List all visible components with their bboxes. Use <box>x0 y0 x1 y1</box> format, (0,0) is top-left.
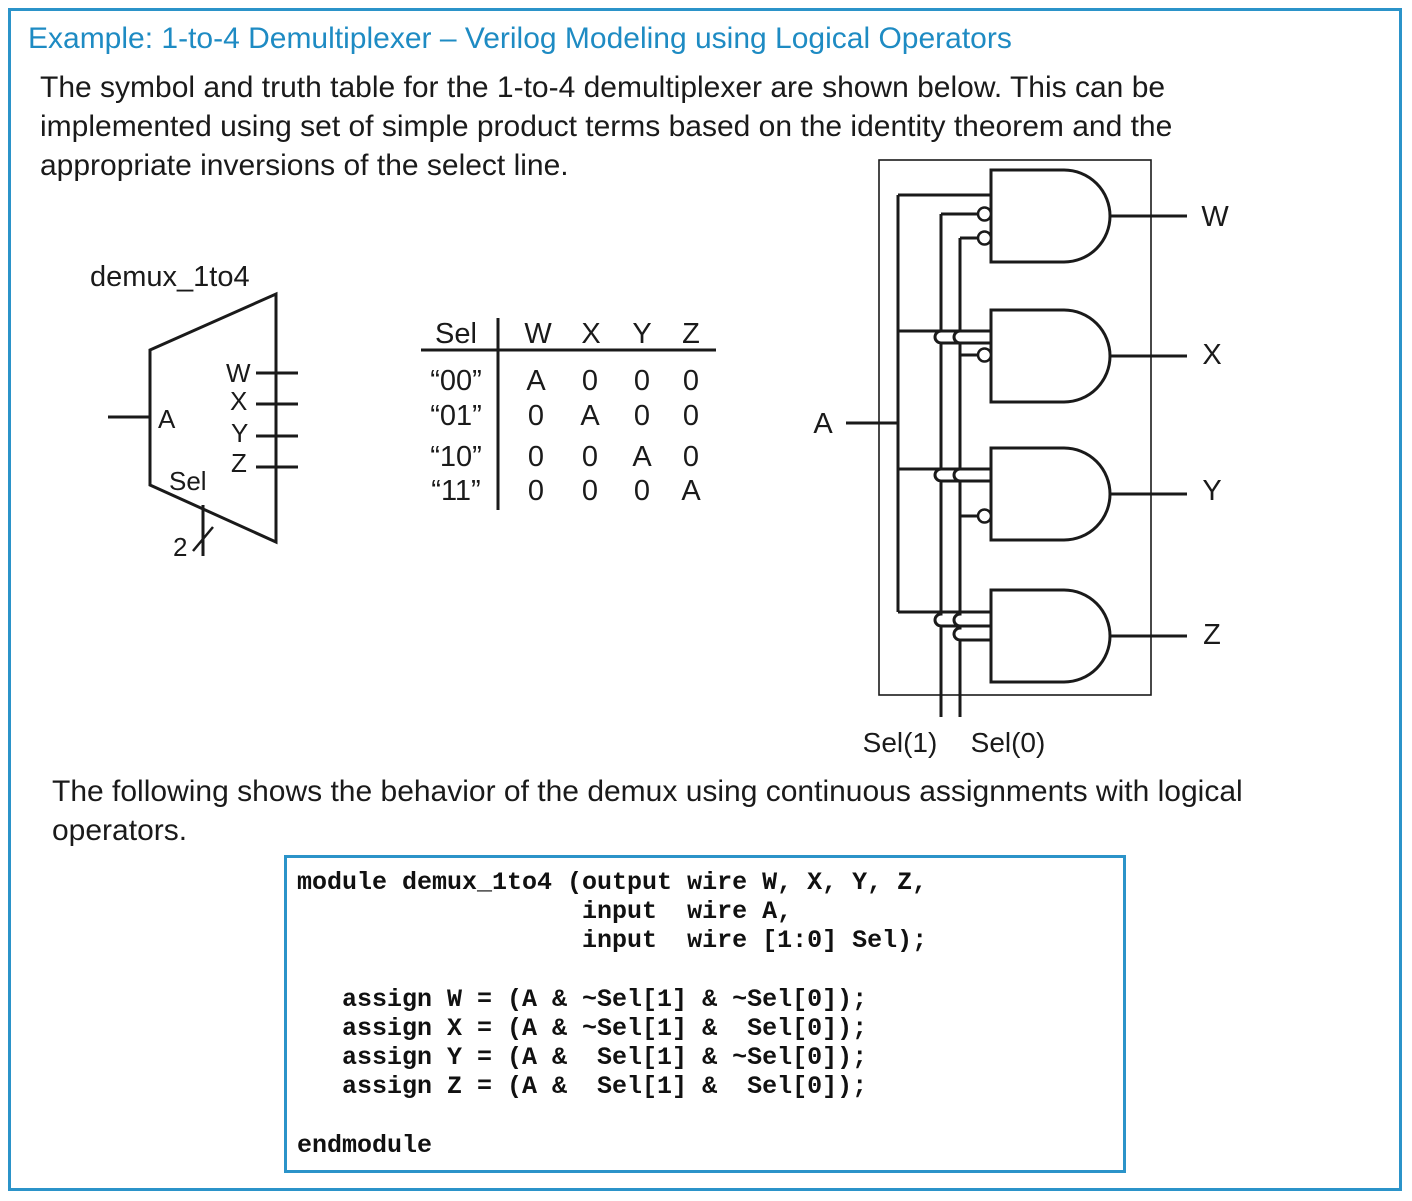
table-cell: “01” <box>430 400 482 432</box>
and-gate-y <box>989 446 1112 542</box>
table-cell: 0 <box>683 365 699 397</box>
output-label-y: Y <box>231 418 248 448</box>
behavior-paragraph: The following shows the behavior of the … <box>52 772 1372 850</box>
select-label: Sel <box>169 466 207 496</box>
demux-symbol: demux_1to4 A W X Y Z Sel 2 <box>90 261 298 562</box>
table-cell: 0 <box>634 475 650 507</box>
circuit-output-z: Z <box>1203 619 1221 651</box>
table-cell: A <box>526 365 546 397</box>
inversion-bubble <box>976 347 993 363</box>
circuit-output-x: X <box>1202 339 1221 371</box>
sel1-label: Sel(1) <box>863 727 938 758</box>
table-cell: 0 <box>528 441 544 473</box>
verilog-code: module demux_1to4 (output wire W, X, Y, … <box>297 868 928 1160</box>
and-gate-x <box>989 308 1112 404</box>
circuit-output-w: W <box>1201 201 1229 233</box>
table-cell: 0 <box>582 365 598 397</box>
table-header-x: X <box>581 318 600 350</box>
table-cell: A <box>580 400 600 432</box>
behavior-line: operators. <box>52 814 188 847</box>
table-header-y: Y <box>632 318 651 350</box>
behavior-line: The following shows the behavior of the … <box>52 775 1243 808</box>
inversion-bubble <box>976 230 993 246</box>
table-header-z: Z <box>682 318 700 350</box>
inversion-bubble <box>976 206 993 222</box>
table-cell: 0 <box>582 441 598 473</box>
circuit-boundary <box>878 159 1152 696</box>
circuit-input-label: A <box>813 408 833 440</box>
intro-paragraph: The symbol and truth table for the 1-to-… <box>40 68 1320 185</box>
table-cell: 0 <box>683 400 699 432</box>
table-header-w: W <box>524 318 552 350</box>
bus-width-label: 2 <box>173 532 187 562</box>
intro-line: appropriate inversions of the select lin… <box>40 149 569 182</box>
table-cell: 0 <box>582 475 598 507</box>
table-cell: 0 <box>528 400 544 432</box>
input-label: A <box>158 404 176 434</box>
outer-frame <box>8 8 1402 1191</box>
table-cell: 0 <box>634 365 650 397</box>
and-gate-z <box>989 588 1112 684</box>
truth-table: Sel W X Y Z “00” A 0 0 0 “01” 0 A 0 0 “1… <box>421 318 716 510</box>
intro-line: implemented using set of simple product … <box>40 110 1173 143</box>
table-cell: A <box>632 441 652 473</box>
page-title: Example: 1-to-4 Demultiplexer – Verilog … <box>28 22 1012 55</box>
intro-line: The symbol and truth table for the 1-to-… <box>40 71 1166 104</box>
circuit-output-y: Y <box>1202 475 1221 507</box>
bus-slash <box>192 526 214 552</box>
table-cell: “00” <box>430 365 482 397</box>
and-gate-w <box>989 168 1112 264</box>
table-cell: 0 <box>683 441 699 473</box>
table-cell: 0 <box>634 400 650 432</box>
table-cell: A <box>681 475 701 507</box>
sel0-label: Sel(0) <box>971 727 1046 758</box>
table-cell: “10” <box>430 441 482 473</box>
symbol-name: demux_1to4 <box>90 261 250 293</box>
output-label-z: Z <box>231 448 247 478</box>
demux-trapezoid <box>148 291 278 545</box>
gate-circuit: A W X Y Z Sel(1) Sel(0) <box>813 159 1229 758</box>
code-box: module demux_1to4 (output wire W, X, Y, … <box>284 855 1126 1173</box>
sel0-line <box>952 238 962 717</box>
sel1-line <box>933 214 943 717</box>
table-cell: “11” <box>431 475 480 507</box>
output-label-x: X <box>230 386 247 416</box>
table-header-sel: Sel <box>435 318 477 350</box>
output-label-w: W <box>226 358 251 388</box>
table-cell: 0 <box>528 475 544 507</box>
inversion-bubble <box>976 508 993 524</box>
